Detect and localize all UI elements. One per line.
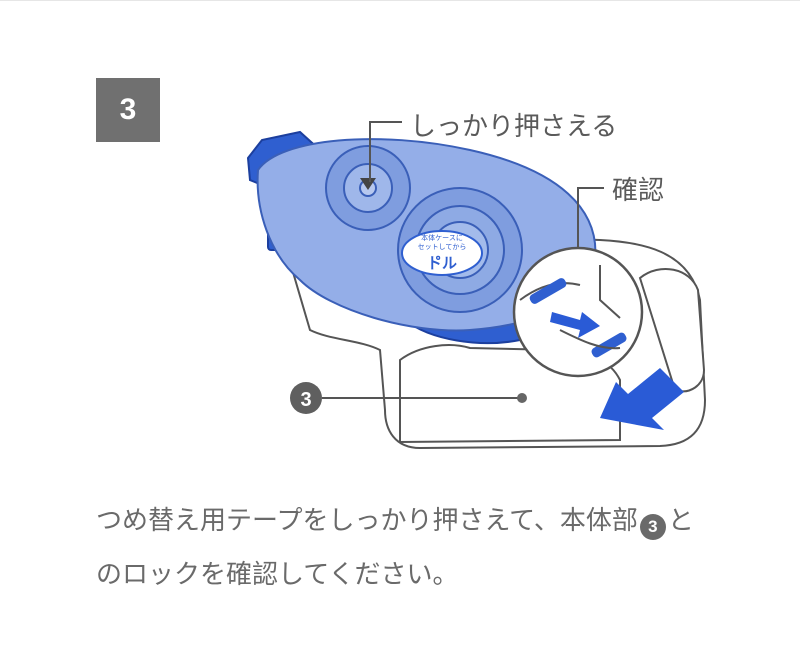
- cartridge-label-line3: ト゚ル: [427, 254, 457, 272]
- step-number: 3: [119, 93, 137, 126]
- cartridge-label-line1: 本体ケースに: [421, 233, 463, 242]
- zoom-detail: [519, 265, 627, 358]
- instruction-part1: つめ替え用テープをしっかり押さえて、本体部: [96, 506, 638, 536]
- part-marker-number: 3: [300, 389, 311, 411]
- press-callout-label: しっかり押さえる: [410, 112, 618, 142]
- instruction-part-marker: 3: [639, 514, 666, 540]
- cartridge-label-line2: セットしてから: [418, 243, 467, 251]
- confirm-callout-label: 確認: [612, 176, 665, 206]
- confirm-callout-line: [577, 187, 604, 248]
- part-marker-dot: [517, 393, 527, 403]
- press-callout-line: [369, 121, 402, 182]
- instruction-part2: とのロックを確認してください。: [96, 506, 694, 590]
- part-marker-circle: [290, 382, 322, 414]
- push-arrow-icon: [600, 368, 684, 430]
- zoom-circle: [512, 246, 644, 378]
- top-divider: [0, 0, 800, 1]
- lock-direction-arrow-icon: [550, 312, 600, 338]
- press-down-arrow-icon: [360, 178, 376, 190]
- step-number-badge: 3: [96, 78, 160, 142]
- tape-refill-illustration: 本体ケースに セットしてから ト゚ル 3: [246, 121, 707, 450]
- cartridge-label-sticker: 本体ケースに セットしてから ト゚ル: [401, 230, 483, 276]
